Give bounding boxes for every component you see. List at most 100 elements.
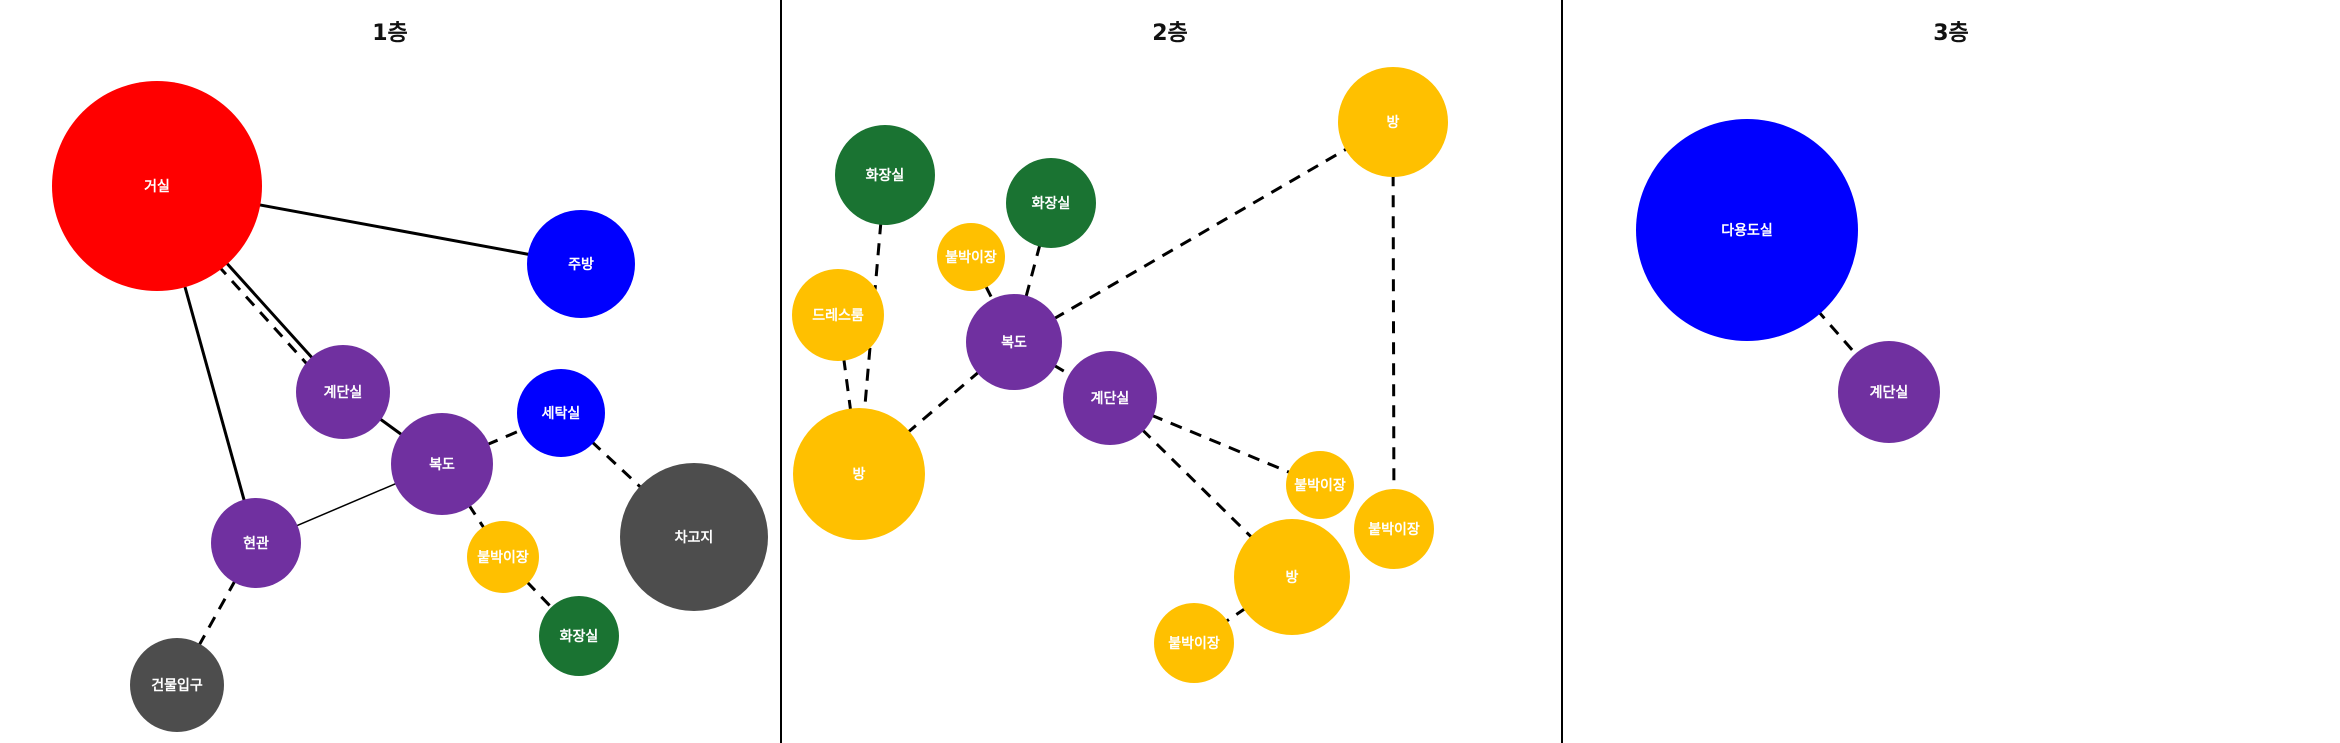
room-node: 세탁실: [517, 369, 605, 457]
room-node: 화장실: [539, 596, 619, 676]
room-circle: [1286, 451, 1354, 519]
room-circle: [1006, 158, 1096, 248]
room-label: 계단실: [1870, 384, 1909, 401]
room-circle: [1063, 351, 1157, 445]
room-circle: [527, 210, 635, 318]
panel-title-2: 2층: [1152, 21, 1188, 46]
room-circle: [130, 638, 224, 732]
room-label: 계단실: [324, 384, 363, 401]
room-circle: [52, 81, 262, 291]
room-circle: [539, 596, 619, 676]
room-node: 방: [1234, 519, 1350, 635]
room-node: 복도: [966, 294, 1062, 390]
room-node: 복도: [391, 413, 493, 515]
room-circle: [391, 413, 493, 515]
room-label: 화장실: [1032, 195, 1071, 212]
room-node: 건물입구: [130, 638, 224, 732]
room-label: 거실: [144, 179, 170, 195]
edge-dashed: [1224, 606, 1248, 624]
room-label: 붙박이장: [1168, 635, 1220, 652]
room-label: 방: [1387, 114, 1400, 131]
room-circle: [517, 369, 605, 457]
room-label: 방: [853, 466, 866, 483]
room-node: 붙박이장: [937, 223, 1005, 291]
edges-layer: [182, 146, 1859, 647]
room-label: 건물입구: [151, 677, 203, 694]
room-circle: [835, 125, 935, 225]
edge-dashed: [1150, 413, 1291, 475]
edge-thin: [295, 482, 398, 527]
room-node: 주방: [527, 210, 635, 318]
room-label: 붙박이장: [477, 549, 529, 566]
room-circle: [793, 408, 925, 540]
room-circle: [937, 223, 1005, 291]
room-node: 붙박이장: [1354, 489, 1434, 569]
edge-dashed: [1391, 174, 1396, 492]
room-node: 차고지: [620, 463, 768, 611]
room-label: 방: [1286, 569, 1299, 586]
room-label: 화장실: [560, 628, 599, 645]
room-node: 방: [1338, 67, 1448, 177]
room-circle: [1234, 519, 1350, 635]
room-circle: [1338, 67, 1448, 177]
room-label: 세탁실: [542, 405, 581, 422]
room-circle: [966, 294, 1062, 390]
room-node: 화장실: [1006, 158, 1096, 248]
room-circle: [792, 269, 884, 361]
room-label: 드레스룸: [812, 308, 864, 324]
edge-solid: [182, 281, 247, 503]
room-node: 계단실: [296, 345, 390, 439]
room-label: 주방: [568, 256, 594, 273]
edge-dashed: [467, 503, 486, 530]
edge-dashed: [1140, 428, 1254, 540]
room-circle: [1636, 119, 1858, 341]
panel-title-3: 3층: [1933, 21, 1969, 46]
edge-dashed: [197, 579, 237, 647]
room-node: 계단실: [1063, 351, 1157, 445]
room-node: 다용도실: [1636, 119, 1858, 341]
room-node: 계단실: [1838, 341, 1940, 443]
room-label: 복도: [1001, 335, 1027, 351]
room-node: 방: [793, 408, 925, 540]
room-circle: [1354, 489, 1434, 569]
room-circle: [1154, 603, 1234, 683]
edge-solid: [222, 259, 315, 360]
edge-dashed: [842, 358, 853, 413]
room-node: 붙박이장: [1154, 603, 1234, 683]
edge-dashed: [905, 370, 981, 435]
room-label: 붙박이장: [1368, 521, 1420, 538]
room-circle: [620, 463, 768, 611]
room-label: 붙박이장: [945, 249, 997, 266]
room-node: 거실: [52, 81, 262, 291]
room-circle: [1838, 341, 1940, 443]
room-circle: [296, 345, 390, 439]
edge-dashed: [590, 440, 644, 491]
edge-dashed: [485, 428, 524, 447]
room-label: 붙박이장: [1294, 477, 1346, 494]
room-node: 현관: [211, 498, 301, 588]
edge-dashed: [216, 264, 309, 366]
edge-solid: [378, 417, 404, 437]
edge-solid: [254, 202, 531, 257]
room-node: 붙박이장: [1286, 451, 1354, 519]
edge-dashed: [1024, 243, 1042, 299]
edge-dashed: [984, 285, 995, 302]
room-label: 차고지: [675, 530, 714, 546]
room-label: 현관: [243, 535, 269, 552]
room-node: 붙박이장: [467, 521, 539, 593]
room-node: 화장실: [835, 125, 935, 225]
edge-dashed: [1052, 146, 1349, 321]
room-node: 드레스룸: [792, 269, 884, 361]
room-label: 복도: [429, 457, 455, 473]
room-label: 화장실: [866, 167, 905, 184]
room-circle: [211, 498, 301, 588]
room-label: 다용도실: [1721, 223, 1773, 239]
edge-dashed: [1815, 308, 1859, 357]
room-label: 계단실: [1091, 390, 1130, 407]
panel-title-1: 1층: [372, 21, 408, 46]
edge-dashed: [525, 580, 554, 610]
room-circle: [467, 521, 539, 593]
edge-dashed: [1052, 363, 1073, 377]
